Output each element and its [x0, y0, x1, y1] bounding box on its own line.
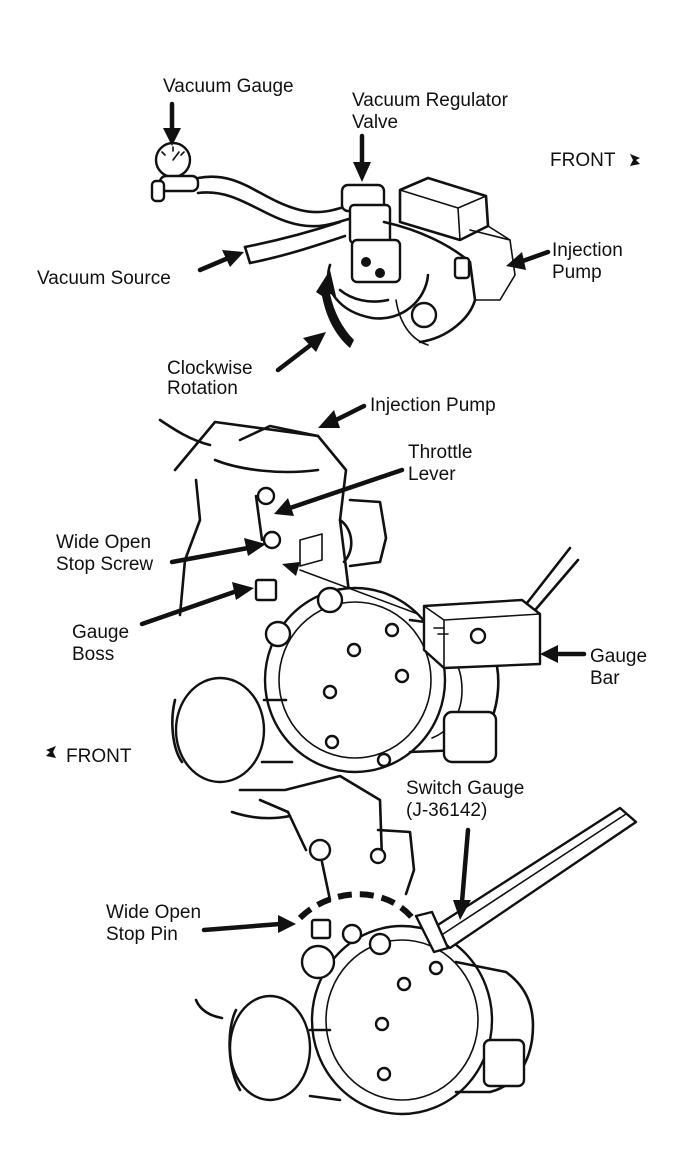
label-throttle-lever-line1: Throttle — [408, 442, 472, 463]
label-gauge-boss-line1: Gauge — [72, 622, 129, 643]
label-switch-gauge-line1: Switch Gauge — [406, 778, 524, 799]
stop-pin-travel-arc — [297, 891, 417, 922]
vacuum-regulator-valve — [326, 183, 430, 320]
label-injection-pump-middle: Injection Pump — [370, 395, 496, 416]
clockwise-arrow-icon — [316, 270, 354, 348]
bottom-pointer-arrows — [201, 827, 471, 933]
pump-bolts — [322, 622, 410, 768]
label-wide-open-stop-pin-line1: Wide Open — [106, 902, 201, 923]
label-vacuum-gauge: Vacuum Gauge — [163, 76, 294, 97]
middle-pointer-arrows — [139, 403, 587, 663]
vacuum-source-hose — [243, 220, 342, 249]
switch-gauge-tool — [414, 806, 638, 954]
diagram-labels: Vacuum Gauge Vacuum Regulator Valve FRON… — [37, 76, 647, 945]
label-gauge-bar-line2: Bar — [590, 668, 620, 689]
label-wide-open-stop-pin-line2: Stop Pin — [106, 924, 178, 945]
label-vacuum-regulator-line2: Valve — [352, 112, 398, 133]
label-gauge-bar-line1: Gauge — [590, 646, 647, 667]
label-injection-pump-top-line1: Injection — [552, 240, 623, 261]
label-throttle-lever-line2: Lever — [408, 464, 456, 485]
front-direction-icon — [630, 154, 640, 166]
label-clockwise-line2: Rotation — [167, 378, 238, 399]
label-front-middle: FRONT — [66, 746, 132, 767]
label-injection-pump-top-line2: Pump — [552, 262, 602, 283]
vacuum-setup-illustration — [150, 141, 516, 348]
label-switch-gauge-line2: (J-36142) — [406, 800, 487, 821]
front-direction-icon — [46, 746, 56, 758]
injection-pump-middle — [158, 418, 500, 784]
label-gauge-boss-line2: Boss — [72, 644, 114, 665]
gauge-bar-tool — [422, 546, 580, 670]
injection-pump-top — [382, 176, 516, 346]
label-front-top: FRONT — [550, 150, 616, 171]
top-pointer-arrows — [163, 101, 551, 373]
label-wide-open-stop-screw-line2: Stop Screw — [56, 554, 153, 575]
vacuum-gauge — [150, 141, 200, 203]
label-vacuum-regulator-line1: Vacuum Regulator — [352, 90, 509, 111]
label-vacuum-source: Vacuum Source — [37, 268, 171, 289]
label-clockwise-line1: Clockwise — [167, 358, 253, 379]
injection-pump-bottom — [194, 774, 535, 1116]
label-wide-open-stop-screw-line1: Wide Open — [56, 532, 151, 553]
vacuum-hose — [196, 175, 352, 214]
